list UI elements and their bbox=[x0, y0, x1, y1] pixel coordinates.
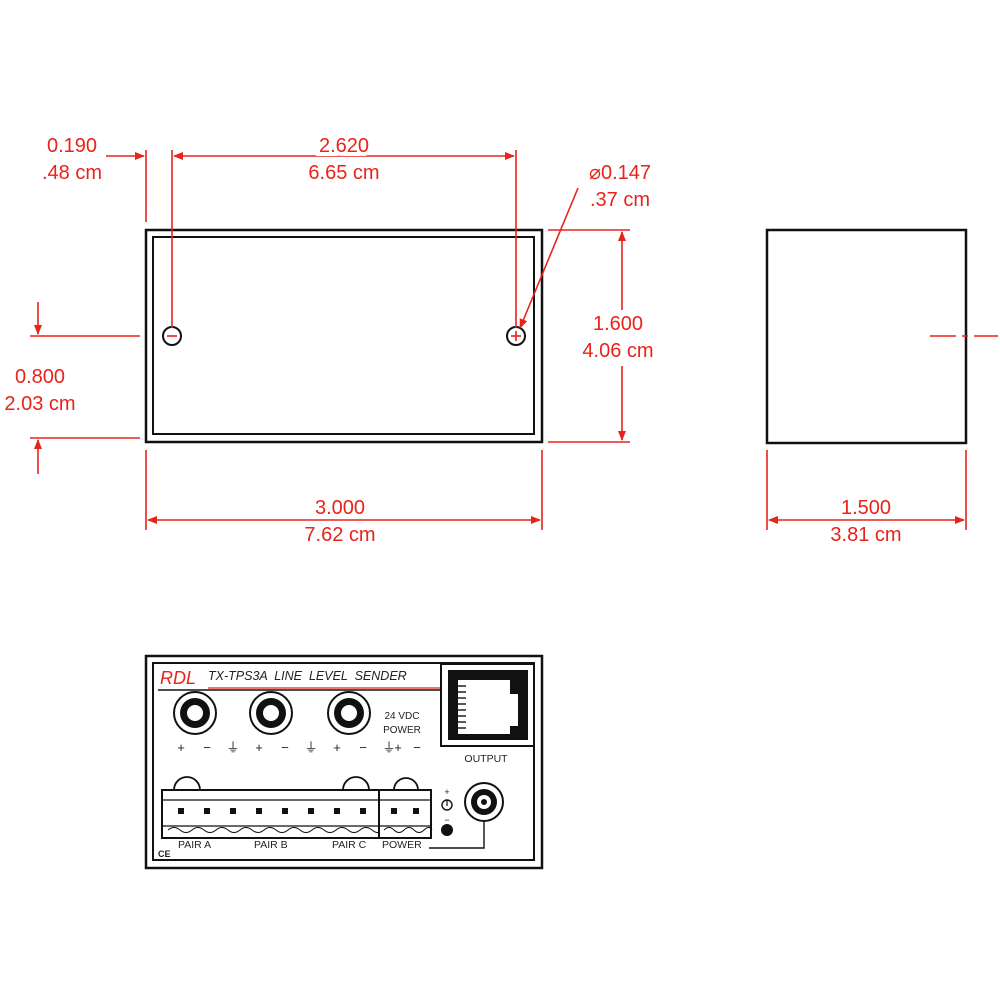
pair-a-label: PAIR A bbox=[178, 839, 211, 851]
power-terminal-label: POWER bbox=[382, 839, 422, 851]
pair-c-ground: ⏚ bbox=[382, 740, 395, 755]
jack-connection-line bbox=[429, 822, 485, 849]
rj45-output-jack[interactable] bbox=[440, 663, 535, 747]
led-plus-label: + bbox=[444, 787, 449, 797]
height-in: 1.600 bbox=[593, 313, 643, 335]
rear-panel: RDL TX-TPS3A LINE LEVEL SENDER OUTPUT bbox=[144, 654, 544, 870]
pair-c-minus: − bbox=[359, 740, 367, 755]
width-in: 3.000 bbox=[315, 497, 365, 519]
ce-mark: CE bbox=[158, 849, 171, 859]
pair-b-minus: − bbox=[281, 740, 289, 755]
output-label: OUTPUT bbox=[464, 753, 508, 765]
dim-hole-offset: 0.190 .48 cm bbox=[42, 135, 145, 184]
width-cm: 7.62 cm bbox=[304, 524, 375, 546]
side-view: 1.500 3.81 cm bbox=[765, 228, 998, 546]
dc-power-jack[interactable] bbox=[464, 782, 504, 822]
pair-b-plus: + bbox=[255, 740, 263, 755]
pair-b-ground: ⏚ bbox=[304, 740, 317, 755]
hole-height-cm: 2.03 cm bbox=[4, 393, 75, 415]
extension-lines bbox=[30, 150, 630, 530]
led-minus-label: − bbox=[444, 815, 449, 825]
pair-b-label: PAIR B bbox=[254, 839, 288, 851]
dim-hole-height: 0.800 2.03 cm bbox=[4, 302, 76, 474]
pair-a-plus: + bbox=[177, 740, 185, 755]
power-label: POWER bbox=[383, 725, 421, 736]
front-outline bbox=[144, 228, 544, 444]
dim-hole-diameter: ⌀0.147 .37 cm bbox=[519, 162, 651, 329]
dim-hole-spacing: 2.620 6.65 cm bbox=[173, 131, 515, 184]
power-led: + − bbox=[441, 787, 453, 836]
brand-logo: RDL bbox=[160, 668, 196, 688]
hole-diameter-cm: .37 cm bbox=[590, 189, 650, 211]
audio-terminal-block[interactable] bbox=[161, 776, 383, 839]
pair-a-ground: ⏚ bbox=[226, 740, 239, 755]
hole-height-in: 0.800 bbox=[15, 366, 65, 388]
pair-a-minus: − bbox=[203, 740, 211, 755]
pair-c-label: PAIR C bbox=[332, 839, 367, 851]
depth-cm: 3.81 cm bbox=[830, 524, 901, 546]
panel-outline bbox=[144, 654, 544, 870]
dim-height: 1.600 4.06 cm bbox=[582, 231, 654, 441]
power-plus: + bbox=[394, 740, 402, 755]
hole-spacing-cm: 6.65 cm bbox=[308, 162, 379, 184]
power-voltage-label: 24 VDC bbox=[384, 711, 419, 722]
level-pot-b[interactable] bbox=[249, 691, 293, 735]
level-pot-c[interactable] bbox=[327, 691, 371, 735]
hole-offset-in: 0.190 bbox=[47, 135, 97, 157]
pair-c-plus: + bbox=[333, 740, 341, 755]
height-cm: 4.06 cm bbox=[582, 340, 653, 362]
hole-offset-cm: .48 cm bbox=[42, 162, 102, 184]
hole-spacing-in: 2.620 bbox=[319, 135, 369, 157]
level-pot-a[interactable] bbox=[173, 691, 217, 735]
polarity-markers: + − ⏚ + − ⏚ + − ⏚ + − bbox=[177, 740, 421, 755]
front-inner-outline bbox=[152, 236, 535, 435]
dim-width: 3.000 7.62 cm bbox=[147, 493, 541, 546]
panel-inner-outline bbox=[152, 662, 535, 861]
hole-diameter-in: ⌀0.147 bbox=[589, 162, 651, 184]
power-terminal-block[interactable] bbox=[378, 777, 433, 839]
model-title: TX-TPS3A LINE LEVEL SENDER bbox=[208, 669, 407, 683]
depth-in: 1.500 bbox=[841, 497, 891, 519]
front-view bbox=[144, 228, 544, 444]
power-minus: − bbox=[413, 740, 421, 755]
